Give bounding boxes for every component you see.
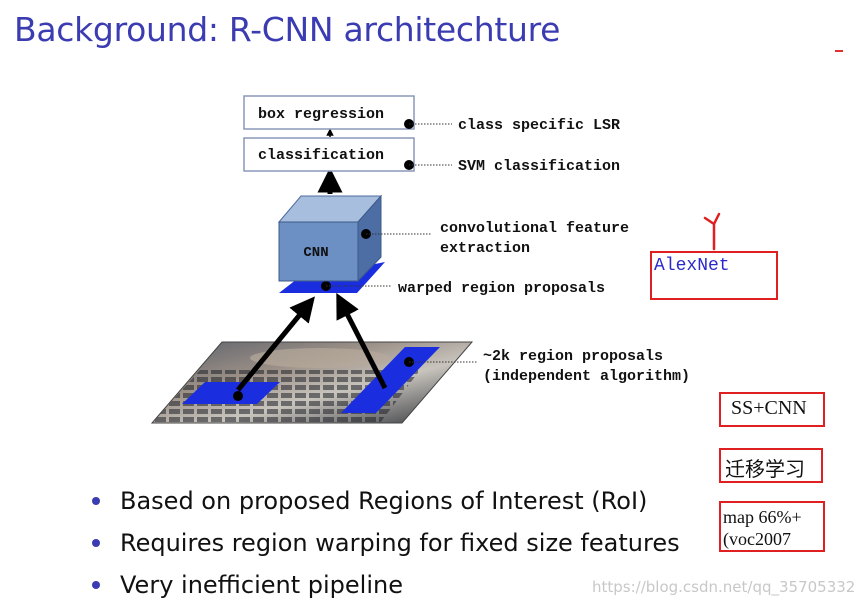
bullet-item: Very inefficient pipeline — [92, 564, 680, 606]
box-regression-box — [243, 95, 415, 130]
map-note-line2: (voc2007 — [723, 529, 791, 549]
region-proposal-left — [182, 382, 280, 404]
warped-label: warped region proposals — [398, 280, 605, 297]
box-regression-label: box regression — [258, 106, 384, 123]
alexnet-annotation-arrow — [703, 212, 721, 251]
map-note-line1: map 66%+ — [723, 507, 802, 527]
conv-label-line2: extraction — [440, 240, 530, 257]
cnn-label: CNN — [303, 245, 328, 261]
lsr-label: class specific LSR — [458, 117, 620, 134]
proposal-dot-left — [233, 391, 243, 401]
region-proposal-right — [341, 347, 440, 413]
transfer-learning-note: 迁移学习 — [719, 448, 823, 483]
alexnet-note: AlexNet — [650, 251, 778, 300]
bullet-text: Requires region warping for fixed size f… — [120, 529, 680, 557]
map-note: map 66%+ (voc2007 — [719, 501, 825, 552]
conv-label-line1: convolutional feature — [440, 220, 629, 237]
arrow-left-up — [236, 296, 315, 392]
cnn-cube — [277, 194, 383, 283]
bullet-list: Based on proposed Regions of Interest (R… — [92, 480, 680, 606]
classification-label: classification — [258, 147, 384, 164]
classification-box — [243, 137, 415, 172]
watermark: https://blog.csdn.net/qq_35705332 — [592, 578, 855, 596]
ss-cnn-note: SS+CNN — [719, 392, 825, 427]
svm-label: SVM classification — [458, 158, 620, 175]
bullet-item: Requires region warping for fixed size f… — [92, 522, 680, 564]
proposals-label-line1: ~2k region proposals — [483, 348, 663, 365]
bullet-text: Based on proposed Regions of Interest (R… — [120, 487, 648, 515]
bullet-dot — [92, 581, 100, 589]
bullet-dot — [92, 497, 100, 505]
page-title: Background: R-CNN architechture — [14, 10, 561, 49]
bullet-text: Very inefficient pipeline — [120, 571, 403, 599]
corner-mark — [835, 50, 843, 52]
bullet-dot — [92, 539, 100, 547]
bullet-item: Based on proposed Regions of Interest (R… — [92, 480, 680, 522]
arrow-right-up — [336, 292, 388, 390]
proposals-label-line2: (independent algorithm) — [483, 368, 690, 385]
